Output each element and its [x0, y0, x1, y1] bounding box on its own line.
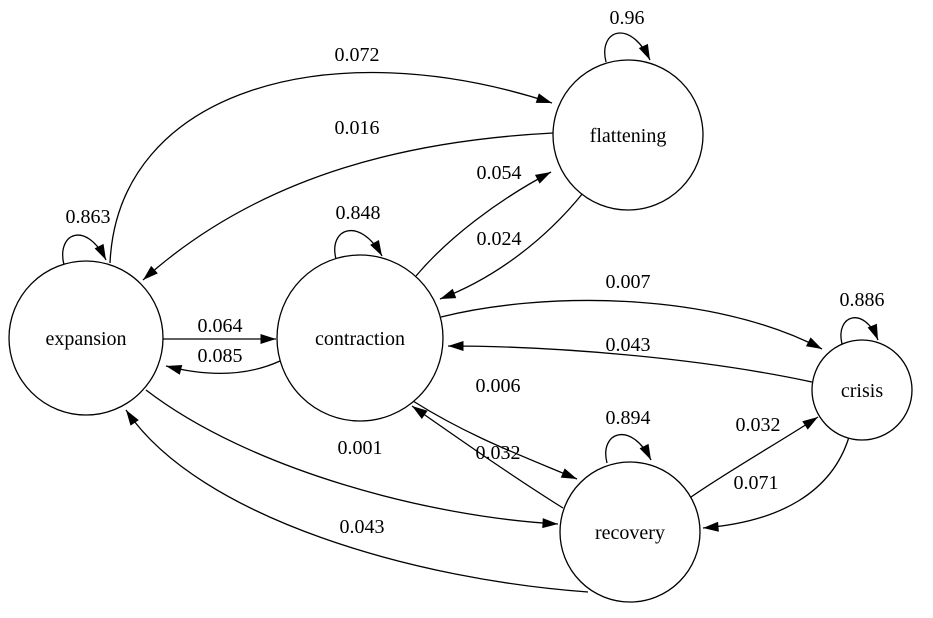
node-crisis-circle — [811, 339, 913, 441]
edge-expansion-flattening-label: 0.072 — [335, 44, 380, 66]
edge-contraction-expansion-label: 0.085 — [198, 345, 243, 367]
self-loop-expansion-path — [62, 234, 107, 266]
node-contraction: contraction — [276, 254, 444, 422]
node-recovery-label: recovery — [595, 522, 665, 544]
edges-layer: 0.072 0.016 0.054 0.024 0.007 — [62, 7, 885, 593]
self-loop-expansion-label: 0.863 — [66, 206, 111, 228]
edge-recovery-contraction: 0.032 — [411, 405, 564, 509]
node-flattening: flattening — [552, 59, 704, 211]
edge-flattening-expansion: 0.016 — [142, 117, 554, 281]
edge-flattening-expansion-path — [142, 132, 554, 281]
edge-expansion-contraction: 0.064 — [163, 315, 276, 344]
edge-contraction-recovery: 0.006 — [412, 375, 578, 480]
node-recovery: recovery — [559, 461, 701, 603]
edge-flattening-contraction-label: 0.024 — [477, 228, 522, 250]
edge-recovery-contraction-path — [411, 405, 564, 509]
edge-recovery-crisis-path — [690, 416, 819, 498]
self-loop-crisis-label: 0.886 — [840, 289, 885, 311]
self-loop-flattening-label: 0.96 — [610, 7, 645, 29]
node-flattening-label: flattening — [590, 125, 667, 147]
self-loop-contraction: 0.848 — [334, 202, 383, 260]
node-contraction-label: contraction — [315, 328, 405, 350]
edge-flattening-contraction: 0.024 — [439, 192, 584, 300]
edge-expansion-contraction-label: 0.064 — [198, 315, 243, 337]
self-loop-crisis-path — [840, 317, 879, 345]
edge-crisis-contraction: 0.043 — [447, 334, 813, 383]
self-loop-contraction-path — [334, 229, 383, 260]
self-loop-flattening-path — [604, 32, 651, 63]
node-flattening-circle — [552, 59, 704, 211]
self-loop-recovery-path — [605, 433, 652, 464]
node-crisis-label: crisis — [841, 380, 883, 402]
edge-crisis-recovery: 0.071 — [702, 436, 850, 532]
edge-contraction-crisis: 0.007 — [440, 271, 823, 350]
edge-expansion-recovery-label: 0.001 — [338, 437, 383, 459]
self-loop-contraction-label: 0.848 — [336, 202, 381, 224]
edge-expansion-flattening: 0.072 — [109, 44, 553, 264]
edge-expansion-recovery-path — [145, 389, 559, 529]
edge-contraction-recovery-label: 0.006 — [476, 375, 521, 397]
node-contraction-circle — [276, 254, 444, 422]
self-loop-recovery: 0.894 — [605, 407, 652, 464]
node-expansion: expansion — [8, 260, 164, 416]
edge-flattening-expansion-label: 0.016 — [335, 117, 380, 139]
edge-crisis-recovery-path — [702, 436, 850, 532]
node-crisis: crisis — [811, 339, 913, 441]
edge-contraction-expansion-path — [165, 360, 281, 375]
edge-contraction-flattening-label: 0.054 — [477, 162, 522, 184]
edge-contraction-recovery-path — [412, 400, 578, 480]
edge-contraction-expansion: 0.085 — [165, 345, 281, 375]
edge-crisis-contraction-label: 0.043 — [606, 334, 651, 356]
nodes-layer: expansion contraction flattening crisis … — [8, 59, 913, 603]
edge-recovery-expansion-path — [125, 409, 589, 593]
edge-contraction-flattening-path — [415, 171, 552, 277]
edge-recovery-expansion: 0.043 — [125, 409, 589, 593]
edge-crisis-contraction-path — [447, 341, 813, 383]
self-loop-recovery-label: 0.894 — [606, 407, 651, 429]
self-loop-flattening: 0.96 — [604, 7, 651, 63]
node-expansion-circle — [8, 260, 164, 416]
edge-recovery-crisis-label: 0.032 — [736, 414, 781, 436]
edge-expansion-recovery: 0.001 — [145, 389, 559, 529]
edge-recovery-expansion-label: 0.043 — [340, 516, 385, 538]
edge-crisis-recovery-label: 0.071 — [734, 472, 779, 494]
edge-expansion-flattening-path — [109, 71, 553, 264]
node-recovery-circle — [559, 461, 701, 603]
edge-flattening-contraction-path — [439, 192, 584, 300]
self-loop-expansion: 0.863 — [62, 206, 111, 266]
edge-recovery-contraction-label: 0.032 — [476, 442, 521, 464]
self-loop-crisis: 0.886 — [840, 289, 885, 345]
edge-contraction-flattening: 0.054 — [415, 162, 552, 277]
edge-recovery-crisis: 0.032 — [690, 414, 819, 498]
edge-contraction-crisis-path — [440, 299, 823, 350]
edge-contraction-crisis-label: 0.007 — [606, 271, 651, 293]
node-expansion-label: expansion — [45, 328, 126, 350]
